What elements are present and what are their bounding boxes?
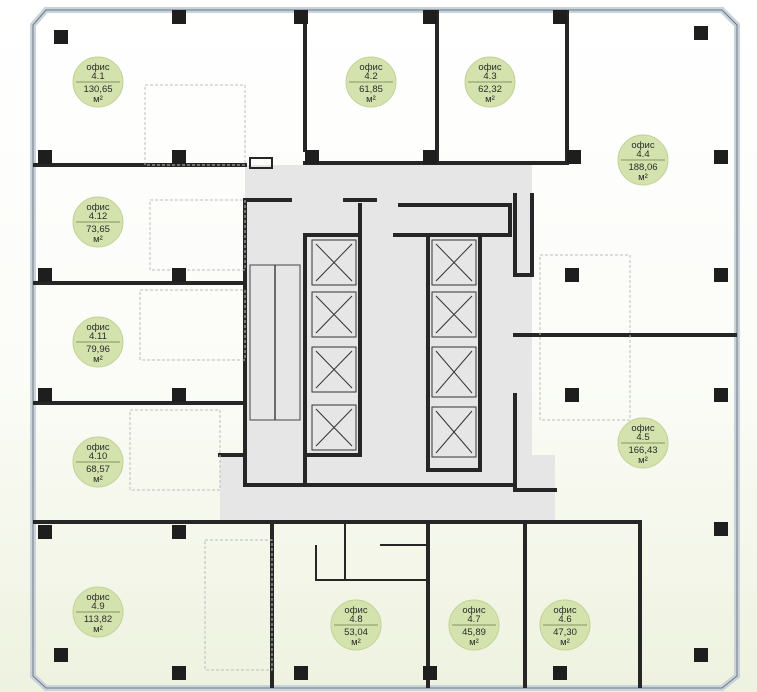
wet-zones — [129, 84, 631, 671]
office-label-unit: м² — [638, 172, 648, 183]
office-label-number: 4.9 — [91, 601, 104, 612]
office-label-number: 4.6 — [558, 614, 571, 625]
corridor-lower — [220, 455, 555, 520]
office-label-number: 4.10 — [89, 451, 108, 462]
office-label-number: 4.12 — [89, 211, 108, 222]
office-label-number: 4.4 — [636, 149, 649, 160]
office-area-4-10[interactable] — [35, 403, 220, 522]
office-label-unit: м² — [93, 94, 103, 105]
office-label-area: 79,96 — [86, 344, 110, 355]
office-label-word: офис — [631, 423, 654, 434]
office-area-4-9[interactable] — [35, 522, 272, 686]
office-label-area: 61,85 — [359, 84, 383, 95]
office-label-area: 130,65 — [83, 84, 112, 95]
office-label-unit: м² — [93, 624, 103, 635]
office-label-unit: м² — [93, 234, 103, 245]
stairs — [249, 264, 301, 421]
office-label-number: 4.8 — [349, 614, 362, 625]
facade-inner — [32, 9, 738, 689]
office-label-word: офис — [86, 202, 109, 213]
office-label-word: офис — [553, 605, 576, 616]
office-label-unit: м² — [366, 94, 376, 105]
office-label-word: офис — [462, 605, 485, 616]
office-label-area: 188,06 — [628, 162, 657, 173]
office-label-word: офис — [86, 592, 109, 603]
elevators — [311, 239, 477, 458]
office-label-area: 53,04 — [344, 627, 368, 638]
office-label-number: 4.5 — [636, 432, 649, 443]
columns — [38, 10, 728, 680]
office-label-unit: м² — [469, 637, 479, 648]
office-label-area: 45,89 — [462, 627, 486, 638]
office-label-word: офис — [359, 62, 382, 73]
office-area-4-6[interactable] — [525, 522, 640, 686]
office-label-word: офис — [86, 442, 109, 453]
office-label-word: офис — [86, 62, 109, 73]
office-label-unit: м² — [93, 354, 103, 365]
walls — [33, 10, 737, 688]
office-label-word: офис — [631, 140, 654, 151]
office-label-area: 62,32 — [478, 84, 502, 95]
office-label-word: офис — [478, 62, 501, 73]
office-label-number: 4.7 — [467, 614, 480, 625]
office-label-number: 4.2 — [364, 71, 377, 82]
office-label-unit: м² — [93, 474, 103, 485]
office-label-unit: м² — [485, 94, 495, 105]
office-label-number: 4.11 — [89, 331, 107, 342]
office-label-area: 113,82 — [84, 614, 112, 625]
office-label-area: 166,43 — [628, 445, 657, 456]
office-area-4-12[interactable] — [35, 165, 245, 283]
office-label-area: 73,65 — [86, 224, 110, 235]
office-label-word: офис — [86, 322, 109, 333]
office-label-unit: м² — [638, 455, 648, 466]
office-label-word: офис — [344, 605, 367, 616]
office-label-unit: м² — [351, 637, 361, 648]
office-label-number: 4.3 — [483, 71, 496, 82]
office-labels: офис4.1130,65м²офис4.261,85м²офис4.362,3… — [72, 56, 669, 651]
office-label-unit: м² — [560, 637, 570, 648]
office-label-area: 47,30 — [553, 627, 577, 638]
office-label-number: 4.1 — [91, 71, 104, 82]
office-label-area: 68,57 — [86, 464, 110, 475]
